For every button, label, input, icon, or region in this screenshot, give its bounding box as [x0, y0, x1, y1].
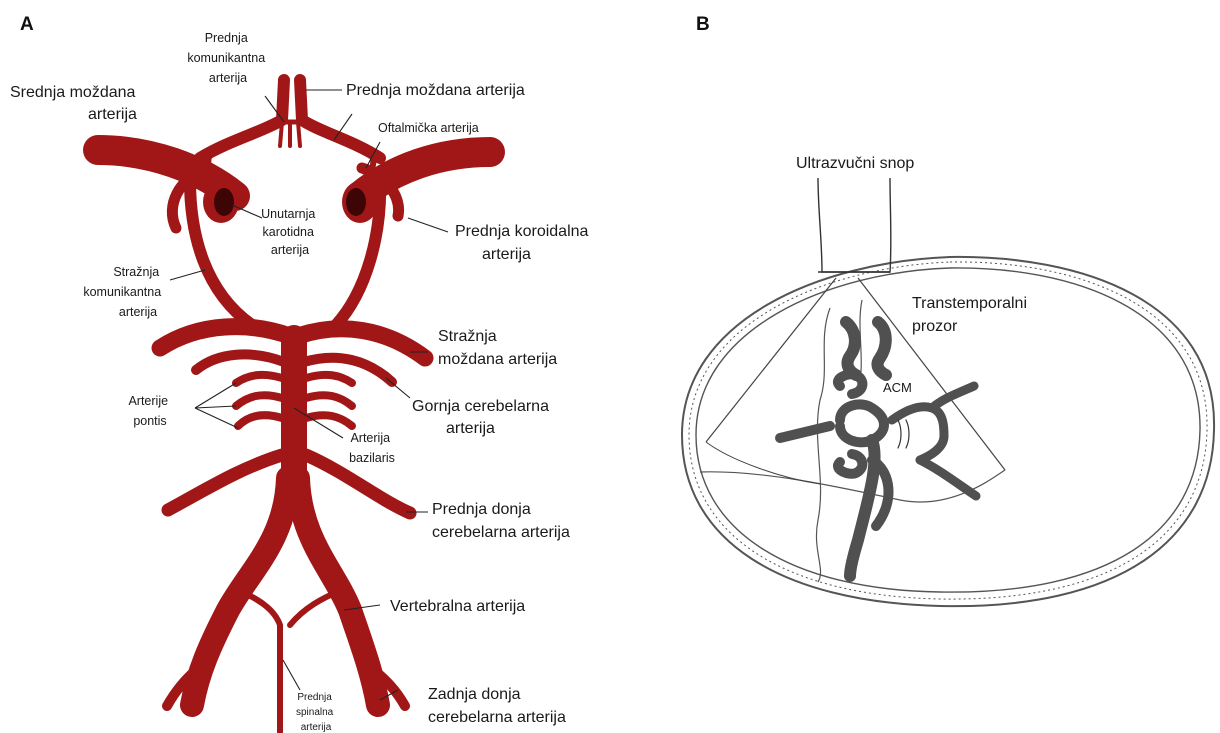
label-prednja-donja: Prednja donja cerebelarna arterija — [432, 501, 570, 541]
panel-a-letter: A — [20, 14, 34, 35]
anterior-spinal-right — [290, 590, 342, 625]
aca-left — [200, 80, 284, 158]
label-prednja-koroidalna: Prednja koroidalna arterija — [455, 223, 593, 263]
label-prednja-komunikantna: Prednja komunikantna arterija — [187, 31, 268, 85]
label-arterije-pontis: Arterije pontis — [128, 394, 171, 428]
label-prednja-mozdana: Prednja moždana arterija — [346, 82, 525, 99]
label-straznja-komunikantna: Stražnja komunikantna arterija — [83, 265, 164, 319]
label-arterija-bazilaris: Arterija bazilaris — [349, 431, 395, 465]
ultrasound-probe — [818, 178, 891, 272]
anterior-spinal-left — [238, 590, 280, 732]
pca-left — [160, 327, 290, 348]
pca-right — [298, 329, 425, 358]
label-acm: ACM — [883, 380, 912, 395]
label-oftalmicka: Oftalmička arterija — [378, 121, 479, 135]
label-srednja-mozdana: Srednja moždana arterija — [10, 84, 140, 123]
label-prednja-spinalna: Prednja spinalna arterija — [296, 692, 336, 733]
ica-left-lumen — [214, 188, 234, 216]
label-transtemporalni-prozor: Transtemporalni prozor — [912, 295, 1031, 335]
label-unutarnja-karotidna: Unutarnja karotidna arterija — [261, 207, 319, 257]
sca-left — [196, 354, 284, 370]
acom — [280, 122, 300, 146]
label-zadnja-donja: Zadnja donja cerebelarna arterija — [428, 686, 566, 726]
circle-of-willis-b — [780, 322, 976, 576]
ica-right-lumen — [346, 188, 366, 216]
label-vertebralna: Vertebralna arterija — [390, 598, 525, 615]
panel-b-letter: B — [696, 14, 710, 35]
aica-left — [168, 455, 282, 510]
label-gornja-cerebelarna: Gornja cerebelarna arterija — [412, 398, 553, 437]
label-ultrazvucni-snop: Ultrazvučni snop — [796, 155, 914, 172]
label-straznja-mozdana: Stražnja moždana arterija — [438, 328, 557, 368]
